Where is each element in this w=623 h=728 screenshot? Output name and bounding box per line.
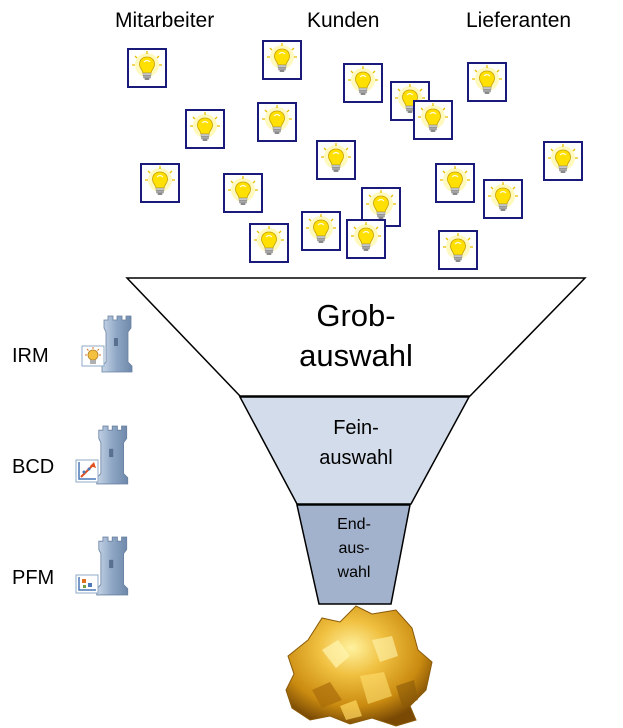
funnel-stage-fine [238,396,471,505]
tower-chart-icon [75,425,129,485]
funnel-stage-final [296,504,411,605]
idea-lightbulb-icon [301,211,341,251]
funnel-stage-fine-label: Fein- auswahl [319,417,393,469]
idea-lightbulb-icon [185,109,225,149]
tool-label-pfm: PFM [12,567,55,589]
source-label-employees: Mitarbeiter [115,9,215,32]
gold-nugget-icon [285,605,433,727]
funnel-stage-coarse-label: Grob- auswahl [299,298,413,373]
idea-lightbulb-icon [223,173,263,213]
idea-lightbulb-icon [483,179,523,219]
tower-matrix-icon [75,536,129,596]
idea-lightbulb-icon [249,223,289,263]
tower-lightbulb-icon [81,315,133,373]
idea-lightbulb-icon [316,140,356,180]
funnel-stage-final-label: End- aus- wahl [337,516,371,581]
funnel-stage-coarse [125,277,587,397]
idea-lightbulb-icon [346,219,386,259]
tool-label-irm: IRM [12,345,49,367]
tool-label-bcd: BCD [12,456,55,478]
idea-lightbulb-icon [543,141,583,181]
idea-lightbulb-icon [435,163,475,203]
idea-lightbulb-icon [343,63,383,103]
idea-lightbulb-icon [140,163,180,203]
source-label-suppliers: Lieferanten [466,9,572,32]
idea-lightbulb-icon [257,102,297,142]
idea-lightbulb-icon [438,230,478,270]
idea-lightbulb-icon [413,100,453,140]
idea-lightbulb-icon [467,62,507,102]
source-label-customers: Kunden [307,9,380,32]
idea-lightbulb-icon [127,48,167,88]
idea-lightbulb-icon [262,40,302,80]
